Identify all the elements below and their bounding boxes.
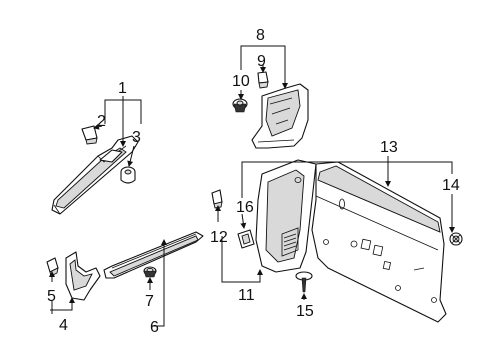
part-10-fastener — [232, 98, 248, 113]
callout-13: 13 — [380, 139, 398, 156]
part-13-rear-side-panel — [311, 161, 447, 323]
part-14-fastener — [449, 232, 463, 246]
part-3-retainer — [120, 166, 136, 184]
callout-10: 10 — [232, 73, 250, 90]
part-12-clip — [211, 189, 223, 209]
callout-5: 5 — [47, 288, 56, 305]
callout-1: 1 — [118, 80, 127, 97]
part-1-pillar-trim — [51, 135, 139, 215]
callout-15: 15 — [296, 303, 314, 320]
callout-8: 8 — [256, 27, 265, 44]
callout-labels: 1 2 3 4 5 6 7 8 9 10 11 12 13 14 15 16 — [47, 27, 460, 336]
callout-2: 2 — [97, 113, 106, 130]
leader-lines — [49, 45, 455, 327]
callout-16: 16 — [236, 199, 254, 216]
callout-3: 3 — [132, 129, 141, 146]
part-2-clip — [81, 125, 98, 145]
callout-12: 12 — [210, 229, 228, 246]
callout-4: 4 — [59, 317, 68, 334]
callout-11: 11 — [238, 287, 255, 304]
part-16-retainer — [237, 229, 255, 249]
callout-14: 14 — [442, 177, 460, 194]
part-8-upper-quarter-trim — [251, 83, 309, 149]
part-11-quarter-trim — [255, 159, 317, 273]
callout-6: 6 — [150, 319, 159, 336]
part-15-screw — [295, 271, 313, 293]
part-9-clip — [257, 71, 269, 89]
callout-9: 9 — [257, 53, 266, 70]
part-6-sill-plate — [103, 231, 204, 279]
part-7-screw — [143, 266, 157, 278]
callout-7: 7 — [145, 293, 154, 310]
part-4-lower-trim — [65, 251, 101, 301]
